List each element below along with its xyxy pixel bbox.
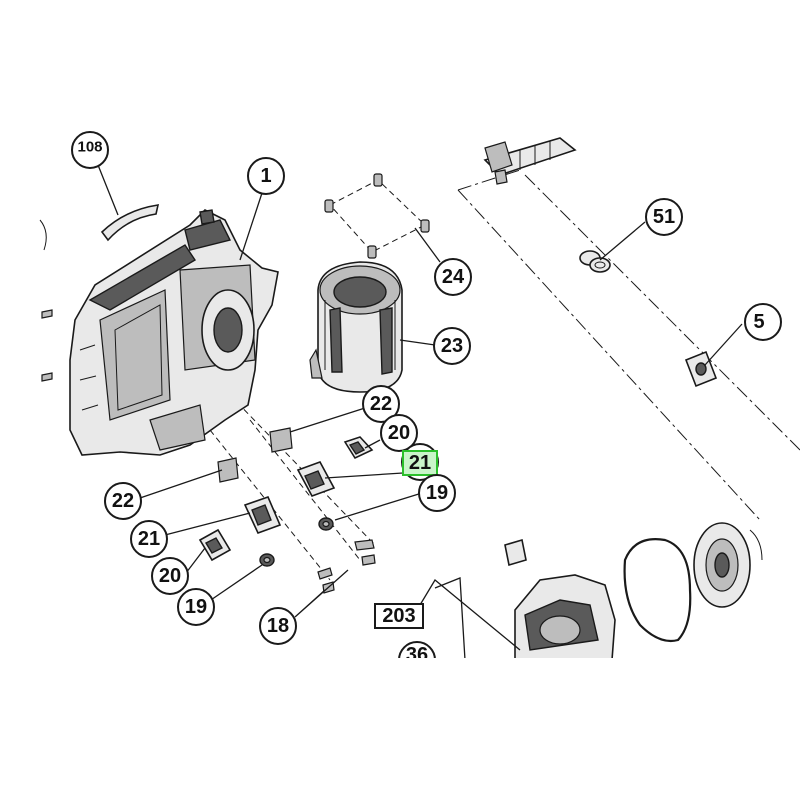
callout-18-label: 18	[267, 615, 289, 637]
callout-23-label: 23	[441, 335, 463, 357]
highlight-box	[402, 450, 438, 476]
callout-20-right[interactable]: 20	[380, 414, 418, 452]
callout-22-left[interactable]: 22	[104, 482, 142, 520]
callout-22-left-label: 22	[112, 490, 134, 512]
callout-23[interactable]: 23	[433, 327, 471, 365]
callout-21-right-label: 21	[409, 452, 431, 474]
part-51-washer	[579, 250, 611, 273]
brush-plate-22-left	[217, 457, 239, 483]
callout-21-left[interactable]: 21	[130, 520, 168, 558]
callout-22-right[interactable]: 22	[362, 385, 400, 423]
callout-1[interactable]: 1	[247, 157, 285, 195]
callout-203-label: 203	[382, 605, 415, 627]
callout-20-left-label: 20	[159, 565, 181, 587]
brush-holder-21-right	[296, 461, 336, 497]
callout-19-right[interactable]: 19	[418, 474, 456, 512]
callout-5-label: 5	[753, 311, 764, 333]
callout-20-left[interactable]: 20	[151, 557, 189, 595]
callout-19-right-label: 19	[426, 482, 448, 504]
brush-20-left	[198, 528, 232, 562]
part-24-screws	[324, 173, 430, 259]
callout-108[interactable]: 108	[71, 131, 109, 169]
callout-24-label: 24	[442, 266, 465, 288]
callout-5[interactable]: 5	[744, 303, 782, 341]
part-1-motor-housing	[69, 209, 279, 456]
callout-21-left-label: 21	[138, 528, 160, 550]
callout-51[interactable]: 51	[645, 198, 683, 236]
spring-19-right	[318, 517, 334, 531]
spindle-shaft	[483, 137, 577, 185]
left-edge-partials	[39, 219, 53, 382]
part-108-arc	[100, 204, 160, 242]
callout-18[interactable]: 18	[259, 607, 297, 645]
gear-housing	[504, 538, 616, 661]
brush-holder-21-left	[243, 495, 282, 535]
callout-51-label: 51	[653, 206, 675, 228]
callout-24[interactable]: 24	[434, 258, 472, 296]
callout-22-right-label: 22	[370, 393, 392, 415]
callout-20-right-label: 20	[388, 422, 410, 444]
callout-19-left-label: 19	[185, 596, 207, 618]
brush-20-right	[343, 436, 374, 460]
bottom-mask	[0, 658, 800, 800]
leader-lines	[97, 164, 743, 661]
callout-19-left[interactable]: 19	[177, 588, 215, 626]
spring-19-left	[259, 553, 275, 567]
callout-21-right-highlighted[interactable]: 21	[401, 443, 439, 481]
part-23-stator	[309, 261, 403, 393]
callout-108-label: 108	[77, 139, 102, 156]
brush-plate-22-right	[269, 427, 293, 453]
callout-203[interactable]: 203	[374, 603, 424, 629]
bearing-disc	[693, 522, 763, 608]
part-18-screws	[317, 539, 376, 594]
gasket-ring	[623, 538, 692, 643]
callout-1-label: 1	[260, 165, 271, 187]
